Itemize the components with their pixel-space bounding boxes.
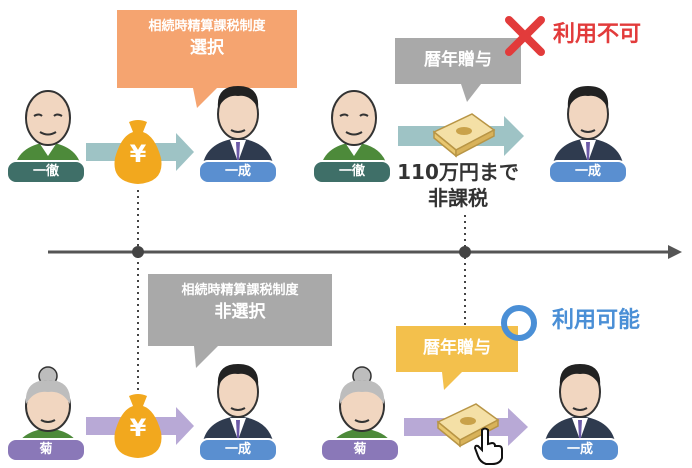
circle-icon <box>501 305 537 341</box>
bubble-orange-line1: 相続時精算課税制度 <box>148 19 266 34</box>
timeline-arrowhead <box>668 245 682 259</box>
yen-money-bag-icon <box>114 120 162 184</box>
result-top-text: 利用不可 <box>553 22 642 47</box>
bubble-yellow-gift-shape <box>396 326 518 390</box>
result-bottom-text: 利用可能 <box>552 308 641 333</box>
elderly-man-icon <box>14 90 82 172</box>
amount-note-line1: 110万円まで <box>397 160 519 184</box>
bubble-orange-line2: 選択 <box>190 38 224 58</box>
amount-note-line2: 非課税 <box>428 186 488 210</box>
businessman-icon <box>202 364 274 448</box>
businessman-icon <box>552 86 624 170</box>
bubble-gray: 相続時精算課税制度 非選択 <box>148 282 332 324</box>
businessman-icon <box>202 86 274 170</box>
yen-symbol-top: ¥ <box>129 140 147 168</box>
businessman-icon <box>544 364 616 448</box>
receiver-tag-top-right: 一成 <box>548 160 628 184</box>
cash-bundle-icon <box>432 113 496 158</box>
cash-bundle-icon <box>436 403 500 448</box>
giver-tag-top-right: 一徹 <box>312 160 392 184</box>
bubble-orange: 相続時精算課税制度 選択 <box>117 18 297 60</box>
receiver-tag-bottom-left: 一成 <box>198 438 278 462</box>
bubble-orange-shape <box>117 10 297 108</box>
cross-icon <box>505 16 545 56</box>
yen-money-bag-icon <box>114 394 162 458</box>
bubble-gray-line1: 相続時精算課税制度 <box>181 283 299 298</box>
giver-tag-bottom-right: 菊 <box>320 438 400 462</box>
yen-symbol-bottom: ¥ <box>129 414 147 442</box>
bubble-yellow-gift: 暦年贈与 <box>423 338 491 358</box>
bubble-gray-line2: 非選択 <box>214 302 266 322</box>
giver-tag-bottom-left: 菊 <box>6 438 86 462</box>
giver-tag-top-left: 一徹 <box>6 160 86 184</box>
elderly-man-icon <box>320 90 388 172</box>
receiver-tag-top-left: 一成 <box>198 160 278 184</box>
bubble-gray-shape <box>148 274 332 368</box>
hand-cursor-icon <box>473 427 503 465</box>
bubble-gray-gift: 暦年贈与 <box>424 50 492 70</box>
bubble-gray-gift-shape <box>395 38 521 102</box>
receiver-tag-bottom-right: 一成 <box>540 438 620 462</box>
